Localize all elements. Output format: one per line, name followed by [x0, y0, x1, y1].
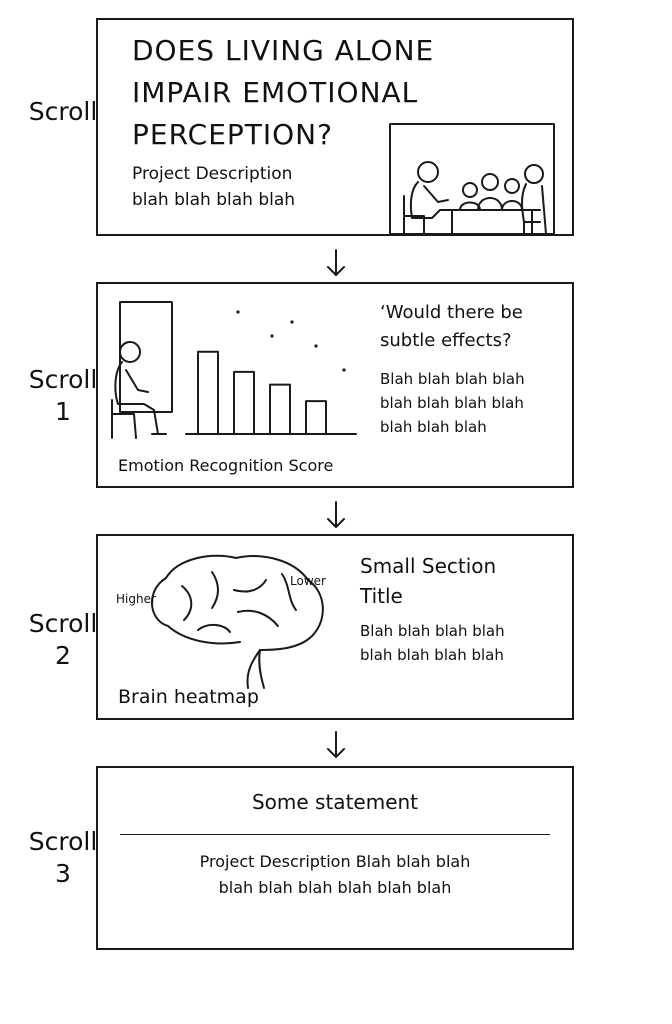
panel-scroll-1: Emotion Recognition Score ‘Would there b… [96, 282, 574, 488]
chart-bar-2 [233, 370, 255, 436]
body-line-1: Blah blah blah blah [380, 370, 525, 388]
section-title-line-1: Small Section [360, 554, 497, 578]
body-line-3: blah blah blah [380, 418, 487, 436]
chart-caption: Emotion Recognition Score [118, 456, 334, 475]
scroll-label-number: 2 [55, 641, 71, 670]
intro-description-label: Project Description [132, 164, 293, 184]
chart-bar-4 [305, 400, 327, 436]
section-title-line-2: Title [360, 584, 403, 608]
statement-body-line-1: Project Description Blah blah blah [199, 852, 471, 871]
scroll-label-text: Scroll [28, 609, 98, 638]
body-line-2: blah blah blah blah [380, 394, 524, 412]
meeting-illustration [389, 123, 555, 235]
scroll-label-3: Scroll 3 [18, 826, 108, 890]
higher-label: Higher [116, 592, 156, 606]
question-line-2: subtle effects? [380, 330, 512, 351]
chart-dot [236, 310, 240, 314]
panel-intro: DOES LIVING ALONE IMPAIR EMOTIONAL PERCE… [96, 18, 574, 236]
chart-bar-3 [269, 383, 291, 435]
intro-title-line-3: PERCEPTION? [132, 118, 333, 151]
intro-title-line-1: DOES LIVING ALONE [132, 34, 435, 67]
question-line-1: ‘Would there be [380, 302, 523, 323]
scroll-label-0: Scroll [18, 96, 108, 128]
intro-title-line-2: IMPAIR EMOTIONAL [132, 76, 419, 109]
scroll-label-text: Scroll [28, 97, 98, 126]
panel-scroll-3: Some statement Project Description Blah … [96, 766, 574, 950]
scroll-label-text: Scroll [28, 827, 98, 856]
down-arrow-icon [327, 731, 345, 758]
brain-heatmap-caption: Brain heatmap [118, 686, 259, 708]
section-body-line-2: blah blah blah blah [360, 646, 504, 664]
scroll-label-2: Scroll 2 [18, 608, 108, 672]
emotion-score-chart [185, 310, 357, 436]
intro-description-body: blah blah blah blah [132, 190, 296, 210]
scroll-label-1: Scroll 1 [18, 364, 108, 428]
statement-divider [120, 834, 550, 835]
brain-illustration [151, 554, 324, 689]
statement-heading: Some statement [251, 790, 419, 814]
scroll-label-number: 3 [55, 859, 71, 888]
chart-dot [342, 368, 346, 372]
down-arrow-icon [327, 249, 345, 276]
scroll-label-number: 1 [55, 397, 71, 426]
chart-dot [290, 320, 294, 324]
scroll-label-text: Scroll [28, 365, 98, 394]
seated-person-illustration [111, 301, 173, 439]
chart-dot [270, 334, 274, 338]
section-body-line-1: Blah blah blah blah [360, 622, 505, 640]
down-arrow-icon [327, 501, 345, 528]
panel-scroll-2: Higher Lower Brain heatmap Small Section… [96, 534, 574, 720]
chart-bar-1 [197, 350, 219, 435]
chart-dot [314, 344, 318, 348]
statement-body-line-2: blah blah blah blah blah blah [218, 878, 452, 897]
lower-label: Lower [290, 574, 326, 588]
